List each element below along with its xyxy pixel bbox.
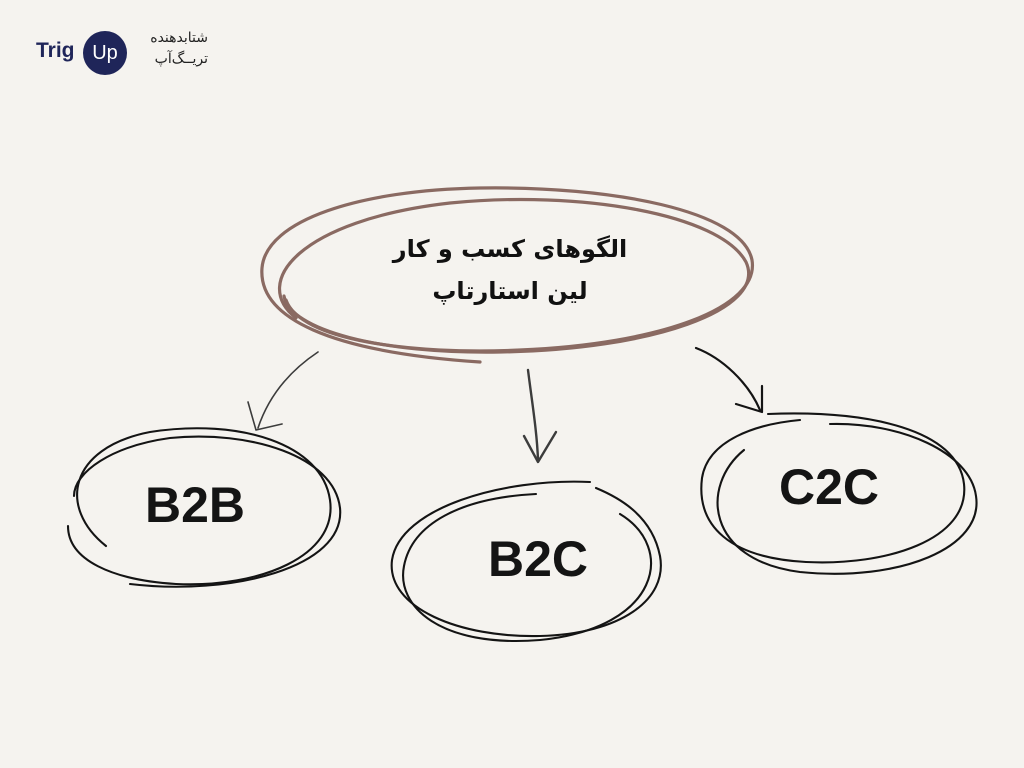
center-title-line2: لین استارتاپ <box>432 277 588 305</box>
node-label-b2c: B2C <box>487 531 589 587</box>
brand-logo[interactable]: Trig Up شتابدهنده تریــگ‌آپ <box>36 26 216 76</box>
logo-tagline: شتابدهنده تریــگ‌آپ <box>134 28 208 70</box>
center-loop-stroke-2 <box>278 197 751 354</box>
node-loop-c2c <box>700 412 978 575</box>
logo-badge: Up <box>83 31 127 75</box>
logo-text: Trig <box>36 39 75 62</box>
center-loop <box>260 186 754 364</box>
arrow-to-c2c <box>694 346 764 414</box>
node-loop-b2c <box>390 480 662 642</box>
arrow-to-b2c <box>522 368 558 464</box>
node-loop-b2b <box>66 427 342 588</box>
arrows <box>247 346 764 464</box>
center-title-line1: الگوهای کسب و کار <box>392 235 628 263</box>
logo-tagline-line1: شتابدهنده <box>150 30 208 46</box>
arrow-to-b2b <box>247 351 319 431</box>
center-title: الگوهای کسب و کار لین استارتاپ <box>330 228 690 312</box>
node-label-b2b: B2B <box>144 477 246 533</box>
logo-tagline-line2: تریــگ‌آپ <box>154 51 208 67</box>
node-label-c2c: C2C <box>778 459 880 515</box>
